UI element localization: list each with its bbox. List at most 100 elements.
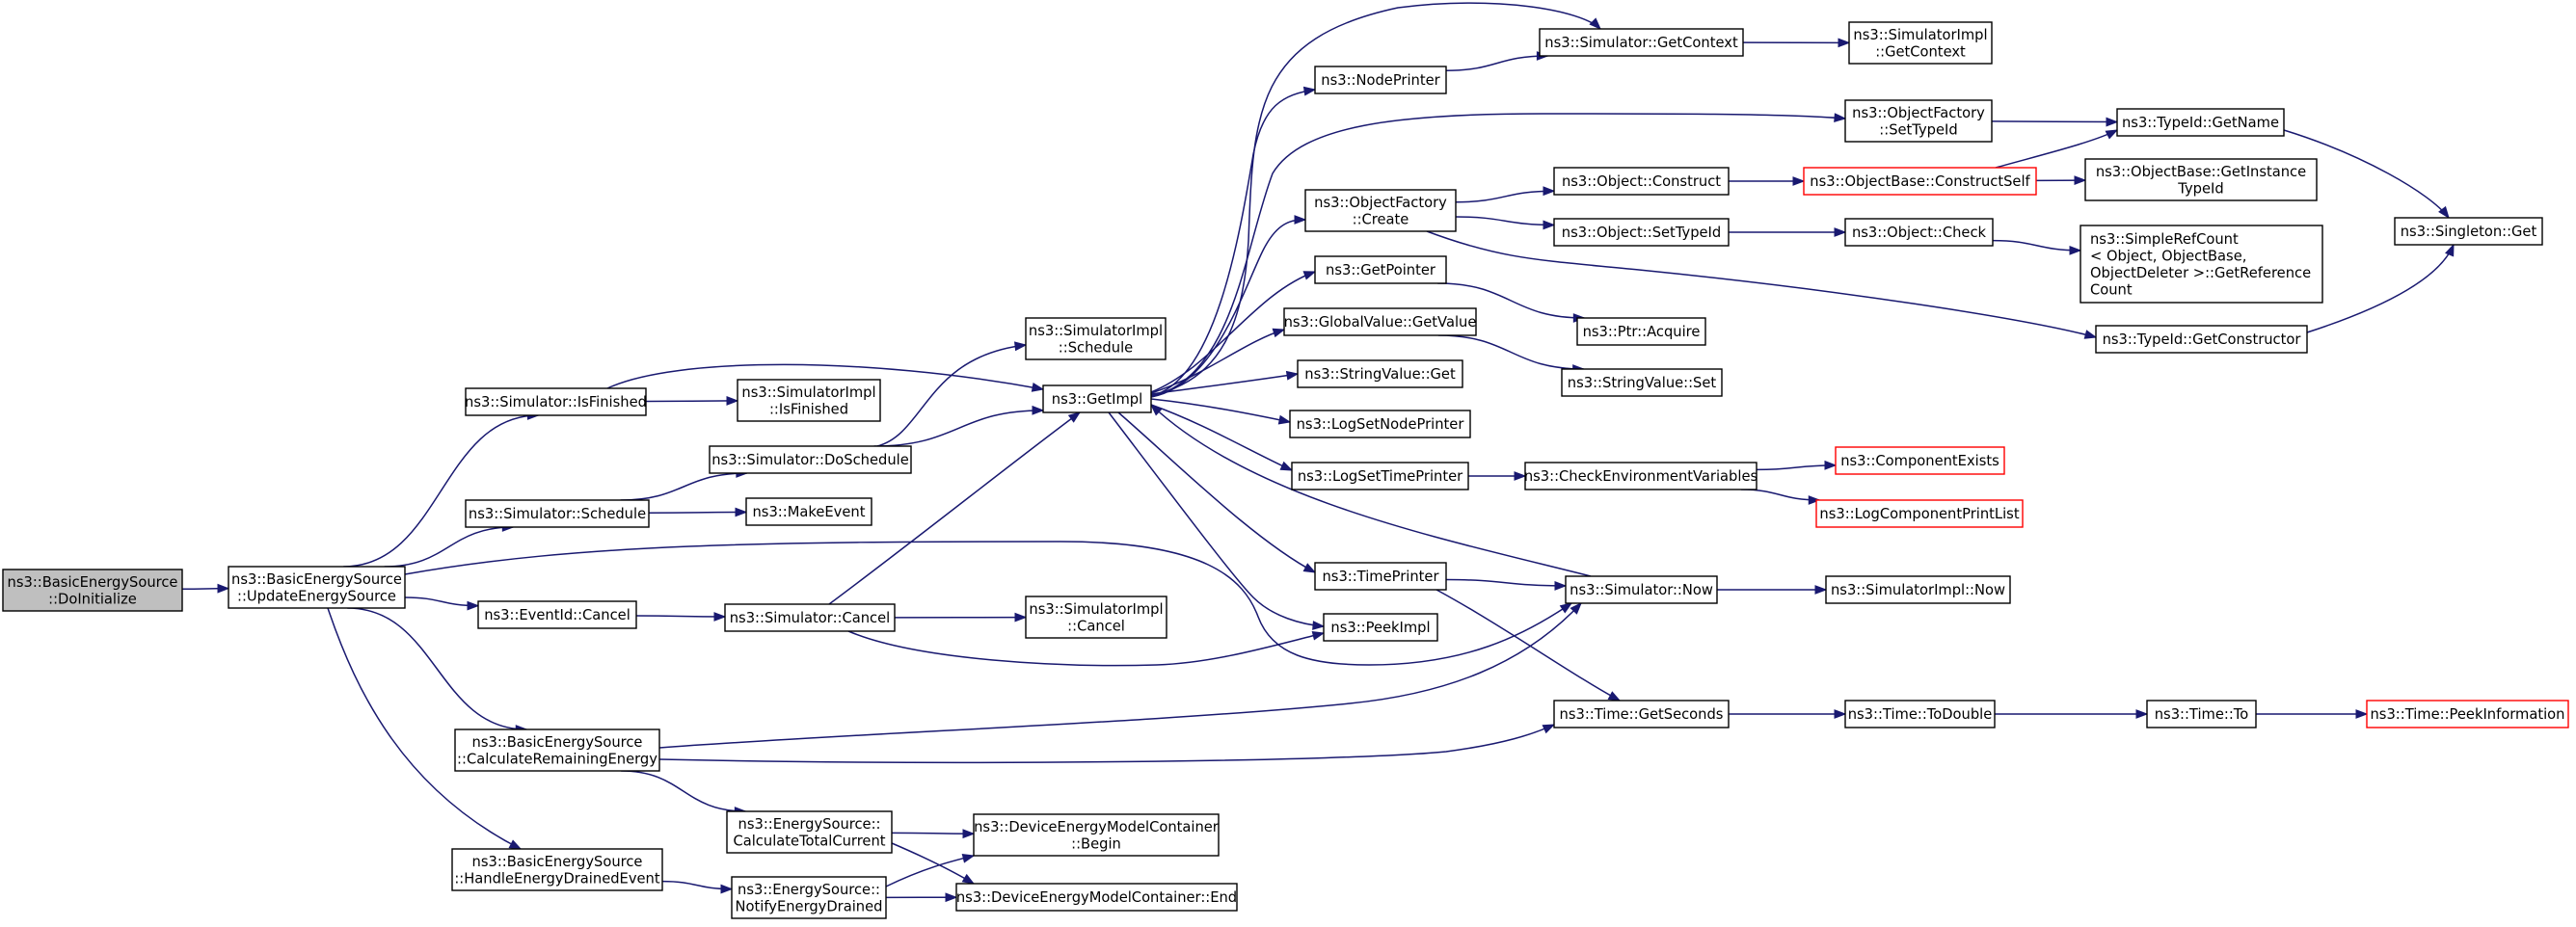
edge-getpointer-to-ptracquire (1437, 282, 1585, 319)
function-node-simcancel[interactable]: ns3::Simulator::Cancel (724, 603, 896, 632)
function-node-objcheck[interactable]: ns3::Object::Check (1844, 218, 1994, 247)
node-label-line: ::CalculateRemainingEnergy (457, 751, 657, 767)
function-node-update[interactable]: ns3::BasicEnergySource::UpdateEnergySour… (228, 566, 406, 609)
function-node-logsetnode[interactable]: ns3::LogSetNodePrinter (1289, 410, 1471, 438)
edge-getimpl-to-peekimpl (1108, 411, 1325, 627)
function-node-getpointer[interactable]: ns3::GetPointer (1314, 255, 1447, 284)
function-node-begin[interactable]: ns3::DeviceEnergyModelContainer::Begin (973, 813, 1220, 857)
function-node-constructself[interactable]: ns3::ObjectBase::ConstructSelf (1803, 167, 2037, 196)
function-node-tidgetconstructor[interactable]: ns3::TypeId::GetConstructor (2095, 325, 2308, 354)
function-node-peekinfo[interactable]: ns3::Time::PeekInformation (2366, 700, 2569, 728)
function-node-logsettime[interactable]: ns3::LogSetTimePrinter (1291, 462, 1469, 490)
function-node-end[interactable]: ns3::DeviceEnergyModelContainer::End (955, 883, 1238, 912)
function-node-impl_schedule[interactable]: ns3::SimulatorImpl::Schedule (1025, 317, 1167, 360)
arrowhead-update-to-handledrained (508, 839, 523, 850)
function-node-checkenv[interactable]: ns3::CheckEnvironmentVariables (1524, 462, 1758, 490)
node-label-line: ns3::LogSetTimePrinter (1298, 468, 1463, 485)
function-node-todouble[interactable]: ns3::Time::ToDouble (1844, 700, 1996, 728)
function-node-objconstruct[interactable]: ns3::Object::Construct (1553, 167, 1730, 196)
edge-isfinished-to-impl_isfinished (645, 400, 738, 403)
node-label-line: ns3::DeviceEnergyModelContainer (974, 819, 1220, 835)
function-node-logcomplist[interactable]: ns3::LogComponentPrintList (1815, 499, 2024, 528)
node-box (1297, 359, 1463, 388)
function-node-timeprinter[interactable]: ns3::TimePrinter (1314, 562, 1447, 591)
function-node-calcremaining[interactable]: ns3::BasicEnergySource::CalculateRemaini… (454, 728, 660, 772)
node-box (1848, 21, 1993, 65)
node-label-line: < Object, ObjectBase, (2090, 248, 2246, 264)
edge-doschedule-to-getimpl (873, 410, 1044, 447)
node-label-line: ns3::Time::ToDouble (1848, 706, 1993, 723)
arrowhead-timeto-to-peekinfo (2355, 709, 2369, 719)
function-node-timeto[interactable]: ns3::Time::To (2146, 700, 2257, 728)
function-nodes: ns3::BasicEnergySource::DoInitializens3:… (2, 21, 2569, 919)
function-node-eventcancel[interactable]: ns3::EventId::Cancel (477, 600, 637, 629)
function-node-impl_now[interactable]: ns3::SimulatorImpl::Now (1825, 575, 2011, 604)
node-label-line: ns3::Simulator::Cancel (730, 610, 890, 626)
arrowhead-ofcreate-to-objsettypeid (1543, 220, 1556, 230)
node-box (1025, 596, 1167, 639)
arrowhead-getcontext-to-impl_getcontext (1838, 38, 1851, 48)
function-node-getimpl[interactable]: ns3::GetImpl (1042, 384, 1152, 413)
arrowhead-update-to-simnow (1559, 602, 1573, 614)
node-label-line: ns3::BasicEnergySource (472, 734, 643, 751)
node-label-line: Count (2090, 281, 2133, 298)
edge-ofcreate-to-objconstruct (1455, 190, 1555, 203)
arrowhead-timeprinter-to-simnow (1554, 581, 1568, 591)
edge-update-to-simnow (404, 541, 1572, 666)
edge-getimpl-to-svget (1150, 373, 1299, 395)
node-label-line: ns3::DeviceEnergyModelContainer::End (956, 889, 1237, 906)
function-node-svset[interactable]: ns3::StringValue::Set (1561, 368, 1723, 397)
node-label-line: ns3::BasicEnergySource (472, 854, 643, 870)
node-label-line: ns3::Simulator::IsFinished (465, 394, 647, 411)
node-label-line: ns3::EnergySource:: (738, 882, 880, 898)
edge-simnow-to-getimpl (1150, 404, 1592, 577)
node-box (745, 497, 872, 526)
function-node-ptracquire[interactable]: ns3::Ptr::Acquire (1576, 317, 1706, 346)
function-node-compexists[interactable]: ns3::ComponentExists (1835, 446, 2005, 475)
function-node-schedule[interactable]: ns3::Simulator::Schedule (465, 499, 650, 528)
function-node-isfinished[interactable]: ns3::Simulator::IsFinished (465, 387, 647, 416)
function-node-doinit[interactable]: ns3::BasicEnergySource::DoInitialize (2, 569, 183, 612)
function-node-simnow[interactable]: ns3::Simulator::Now (1565, 575, 1718, 604)
function-node-objsettypeid[interactable]: ns3::Object::SetTypeId (1553, 218, 1730, 247)
function-node-handledrained[interactable]: ns3::BasicEnergySource::HandleEnergyDrai… (451, 848, 663, 891)
node-label-line: ns3::Ptr::Acquire (1583, 324, 1701, 340)
function-node-makeevent[interactable]: ns3::MakeEvent (745, 497, 872, 526)
node-label-line: ns3::ObjectFactory (1314, 195, 1447, 211)
function-node-doschedule[interactable]: ns3::Simulator::DoSchedule (709, 445, 912, 474)
function-node-singletonget[interactable]: ns3::Singleton::Get (2394, 217, 2543, 246)
node-label-line: ns3::SimulatorImpl::Now (1831, 582, 2005, 598)
function-node-impl_isfinished[interactable]: ns3::SimulatorImpl::IsFinished (737, 379, 881, 422)
function-node-calctotal[interactable]: ns3::EnergySource::CalculateTotalCurrent (726, 810, 893, 854)
node-label-line: ::HandleEnergyDrainedEvent (454, 870, 660, 887)
function-node-peekimpl[interactable]: ns3::PeekImpl (1323, 613, 1438, 642)
function-node-getcontext[interactable]: ns3::Simulator::GetContext (1539, 28, 1744, 57)
node-box (955, 883, 1238, 912)
edge-schedule-to-doschedule (620, 472, 747, 501)
node-box (1539, 28, 1744, 57)
arrowhead-doschedule-to-impl_schedule (1014, 341, 1028, 352)
function-node-nodeprinter[interactable]: ns3::NodePrinter (1314, 66, 1447, 94)
function-node-ofcreate[interactable]: ns3::ObjectFactory::Create (1304, 189, 1457, 232)
arrowhead-getimpl-to-getcontext (1589, 17, 1601, 30)
node-label-line: ns3::TypeId::GetName (2122, 115, 2279, 131)
function-node-svget[interactable]: ns3::StringValue::Get (1297, 359, 1463, 388)
function-node-ofsettypeid[interactable]: ns3::ObjectFactory::SetTypeId (1844, 99, 1993, 143)
arrowhead-isfinished-to-getimpl (1031, 383, 1045, 392)
function-node-simplerefcount[interactable]: ns3::SimpleRefCount< Object, ObjectBase,… (2080, 225, 2323, 304)
function-node-getseconds[interactable]: ns3::Time::GetSeconds (1553, 700, 1730, 728)
node-box (1844, 700, 1996, 728)
node-label-line: ns3::PeekImpl (1330, 620, 1430, 636)
function-node-notifydrained[interactable]: ns3::EnergySource::NotifyEnergyDrained (731, 876, 887, 919)
node-box (737, 379, 881, 422)
node-box (2394, 217, 2543, 246)
function-node-impl_cancel[interactable]: ns3::SimulatorImpl::Cancel (1025, 596, 1167, 639)
node-box (2080, 225, 2323, 304)
node-label-line: ::Create (1353, 211, 1409, 227)
function-node-impl_getcontext[interactable]: ns3::SimulatorImpl::GetContext (1848, 21, 1993, 65)
function-node-gvgetvalue[interactable]: ns3::GlobalValue::GetValue (1283, 307, 1477, 336)
function-node-tidgetname[interactable]: ns3::TypeId::GetName (2116, 108, 2285, 137)
node-label-line: ns3::SimulatorImpl (1029, 323, 1163, 339)
